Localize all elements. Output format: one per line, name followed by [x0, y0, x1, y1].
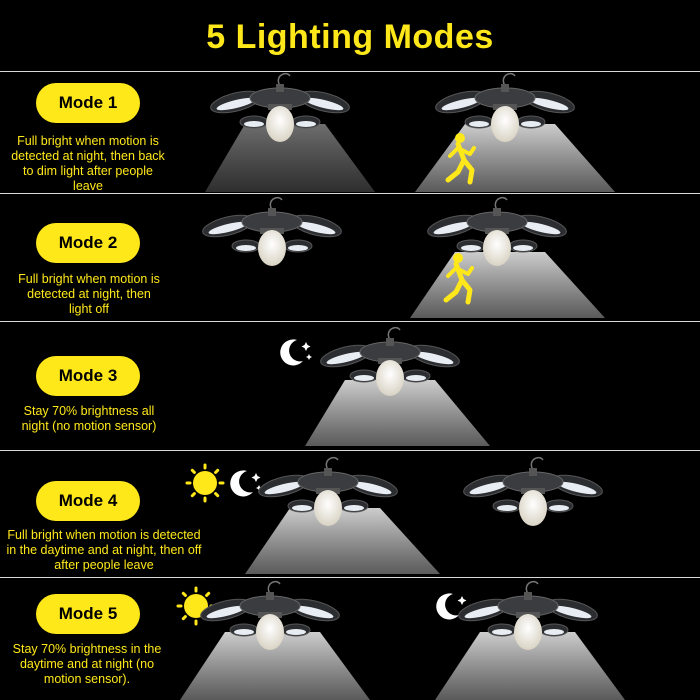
mode-1-description: Full bright when motion is detected at n…	[11, 134, 165, 193]
mode-3-badge: Mode 3	[36, 356, 140, 396]
light-beam	[415, 124, 615, 192]
mode-5-description: Stay 70% brightness in the daytime and a…	[12, 642, 162, 686]
pendant-lamp-icon	[317, 326, 463, 397]
light-beam	[410, 252, 605, 318]
row-divider	[0, 71, 700, 72]
mode-2-badge: Mode 2	[36, 223, 140, 263]
row-divider	[0, 450, 700, 451]
page-title: 5 Lighting Modes	[206, 18, 494, 56]
mode-3-description: Stay 70% brightness all night (no motion…	[21, 404, 157, 433]
light-beam	[205, 124, 375, 192]
mode-1-badge: Mode 1	[36, 83, 140, 123]
mode-4-badge: Mode 4	[36, 481, 140, 521]
moon-stars-icon	[280, 339, 312, 366]
row-divider	[0, 321, 700, 322]
light-beam	[245, 508, 440, 574]
mode-5-badge: Mode 5	[36, 594, 140, 634]
pendant-lamp-icon	[199, 196, 345, 267]
moon-stars-icon	[230, 470, 262, 497]
row-divider	[0, 193, 700, 194]
light-beam	[305, 380, 490, 446]
sun-icon	[185, 463, 225, 503]
light-beam	[435, 632, 625, 700]
mode-2-description: Full bright when motion is detected at n…	[18, 272, 160, 316]
mode-4-description: Full bright when motion is detected in t…	[6, 528, 202, 572]
light-beam	[180, 632, 370, 700]
pendant-lamp-icon	[460, 456, 606, 527]
row-divider	[0, 577, 700, 578]
